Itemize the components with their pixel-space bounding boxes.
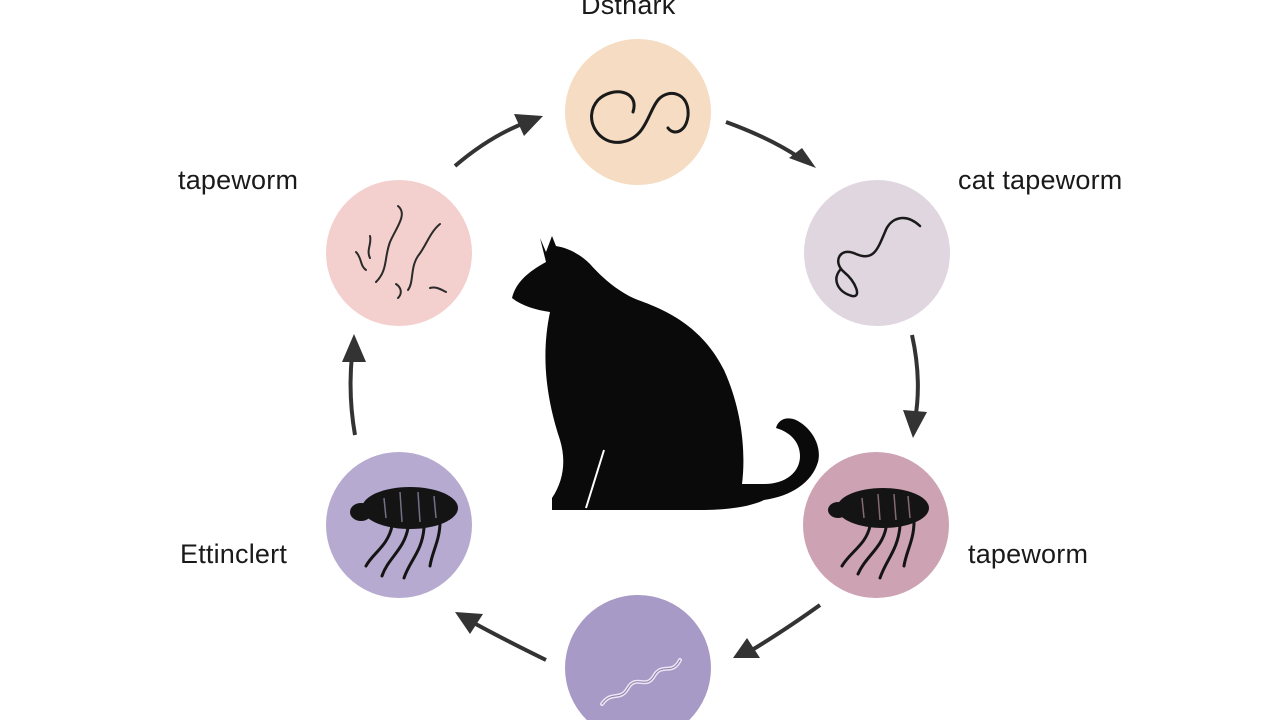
stage-label-top: Dsthark [581,0,676,20]
stage-bottom [565,595,711,720]
stage-upper-right [804,180,950,326]
arrow-bottom-to-lower-left [471,620,547,662]
flea-icon [828,488,929,580]
arrowhead-icon [342,334,366,362]
arrow-heads [342,114,927,658]
stage-label-lower-right: tapeworm [968,539,1089,569]
stage-label-upper-left: tapeworm [178,165,299,195]
stage-label-upper-right: cat tapeworm [958,165,1123,195]
stage-circle-upper-left [326,180,472,326]
arrow-upper-left-to-top [453,120,528,168]
stage-label-lower-left: Ettinclert [180,539,288,569]
coiled-worm-icon [590,90,690,144]
arrow-lower-left-to-upper-left [348,354,357,436]
arrow-upper-right-to-lower-right [910,334,920,421]
stage-lower-left [326,452,472,598]
squiggly-worm-icon [835,216,922,298]
stage-circle-bottom [565,595,711,720]
arrowhead-icon [455,612,483,634]
arrowhead-icon [733,638,760,658]
stage-circle-upper-right [804,180,950,326]
arrowhead-icon [789,148,816,168]
cat-silhouette-icon [512,236,819,510]
flea-icon [350,487,458,580]
arrowhead-icon [514,114,543,136]
cat-leg-gap [585,449,605,509]
arrow-lower-right-to-bottom [750,603,822,652]
stage-circle-top [565,39,711,185]
stage-upper-left [326,180,472,326]
small-worms-icon [355,205,447,299]
stage-top [565,39,711,185]
arrowhead-icon [903,410,927,438]
arrow-top-to-upper-right [725,120,802,160]
stage-lower-right [803,452,949,598]
